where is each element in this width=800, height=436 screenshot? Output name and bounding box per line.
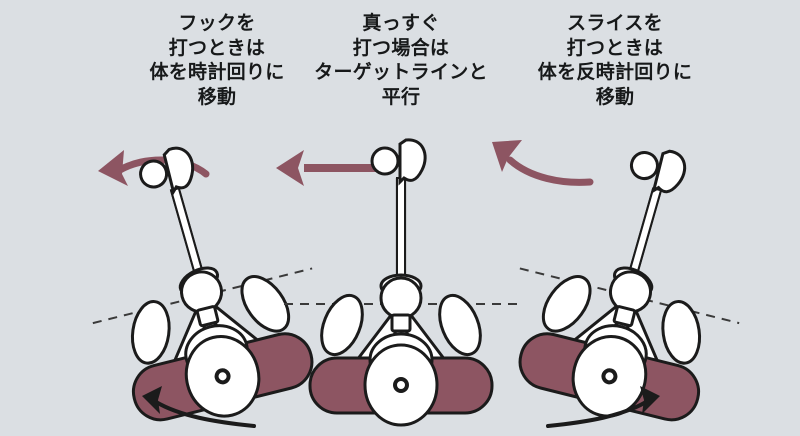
shoulder-left-hook	[130, 300, 171, 365]
golfer-body-slice	[518, 149, 740, 422]
golf-ball-hook	[139, 159, 169, 189]
rotation-arrow-counterclockwise-hook	[142, 386, 256, 428]
chin-straight	[390, 313, 412, 333]
curved-left-arrow-hook	[98, 150, 210, 186]
club-shaft-hook	[169, 187, 205, 279]
shoulder-right-straight	[438, 293, 482, 357]
caption-straight: 真っすぐ 打つ場合は ターゲットラインと 平行	[314, 13, 488, 109]
panel-straight: 真っすぐ 打つ場合は ターゲットラインと 平行	[268, 0, 534, 436]
caption-slice: スライスを 打つときは 体を反時計回りに 移動	[537, 13, 693, 109]
caption-hook: フックを 打つときは 体を時計回りに 移動	[149, 13, 285, 109]
shoulder-right-hook	[240, 275, 291, 333]
panel-hook: フックを 打つときは 体を時計回りに 移動	[84, 0, 350, 436]
golfer-body-hook	[92, 146, 314, 422]
club-head-slice	[651, 149, 687, 194]
center-dot-slice	[601, 368, 618, 385]
center-dot-straight	[393, 377, 409, 393]
chin-hook	[195, 305, 220, 328]
center-dot-hook	[214, 368, 231, 385]
figure-hook	[84, 134, 350, 436]
golfer-body-straight	[284, 138, 518, 427]
panel-slice: スライスを 打つときは 体を反時計回りに 移動	[482, 0, 748, 436]
shoulder-left-slice	[541, 275, 592, 333]
curved-left-arrow-slice	[492, 140, 594, 186]
golf-ball-slice	[629, 151, 659, 181]
head-straight	[379, 276, 423, 320]
rotation-arrow-clockwise-slice	[546, 386, 660, 428]
figure-slice	[482, 134, 748, 436]
chin-slice	[612, 305, 637, 328]
club-head-straight	[398, 138, 427, 186]
golf-ball-straight	[370, 146, 400, 176]
club-shaft-slice	[627, 187, 663, 279]
club-head-hook	[162, 146, 195, 196]
shoulder-right-slice	[661, 300, 702, 365]
club-shaft-straight	[395, 177, 407, 281]
shoulder-left-straight	[320, 293, 364, 357]
figure-straight	[268, 134, 534, 436]
